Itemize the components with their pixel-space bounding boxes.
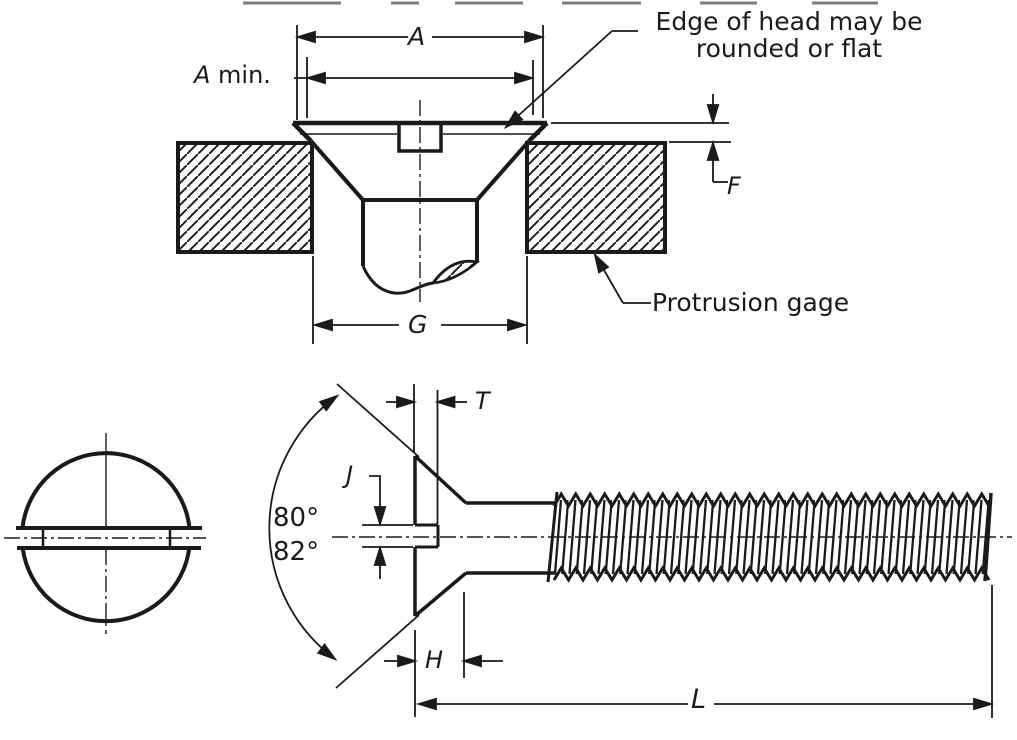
dim-label-a-min: A min. bbox=[194, 61, 271, 89]
head-face-view bbox=[4, 433, 206, 634]
dimension-l bbox=[418, 585, 993, 718]
protrusion-gage-left-block bbox=[176, 141, 314, 254]
dim-label-a-min-suffix: min. bbox=[210, 61, 271, 89]
screw-threads bbox=[546, 491, 993, 583]
dimension-a bbox=[296, 25, 544, 120]
dimension-g bbox=[312, 256, 528, 344]
edge-of-head-note: Edge of head may be rounded or flat bbox=[628, 8, 950, 62]
angle-label-80: 80° bbox=[273, 503, 320, 533]
dimension-t bbox=[386, 384, 467, 524]
dim-label-a: A bbox=[408, 22, 426, 51]
dim-label-j: J bbox=[346, 461, 354, 489]
edge-of-head-note-line2: rounded or flat bbox=[695, 34, 883, 63]
head-angle-dimension bbox=[268, 383, 420, 689]
dim-label-t: T bbox=[475, 387, 490, 415]
screw-head-section bbox=[291, 100, 549, 302]
dimension-a-min bbox=[294, 57, 534, 118]
dimension-j bbox=[362, 475, 413, 579]
protrusion-gage-leader bbox=[589, 251, 651, 304]
dim-label-f: F bbox=[727, 172, 741, 200]
dim-label-h: H bbox=[425, 646, 444, 674]
angle-label-82: 82° bbox=[273, 537, 320, 567]
dimension-h bbox=[384, 592, 503, 717]
edge-note-leader bbox=[501, 30, 638, 132]
edge-of-head-note-line1: Edge of head may be bbox=[655, 7, 923, 36]
dim-label-a-min-letter: A bbox=[194, 61, 211, 89]
dim-label-g: G bbox=[408, 310, 428, 339]
dim-label-l: L bbox=[691, 684, 707, 715]
dimension-f bbox=[551, 94, 731, 183]
protrusion-gage-label: Protrusion gage bbox=[652, 288, 850, 317]
protrusion-gage-right-block bbox=[525, 141, 667, 254]
